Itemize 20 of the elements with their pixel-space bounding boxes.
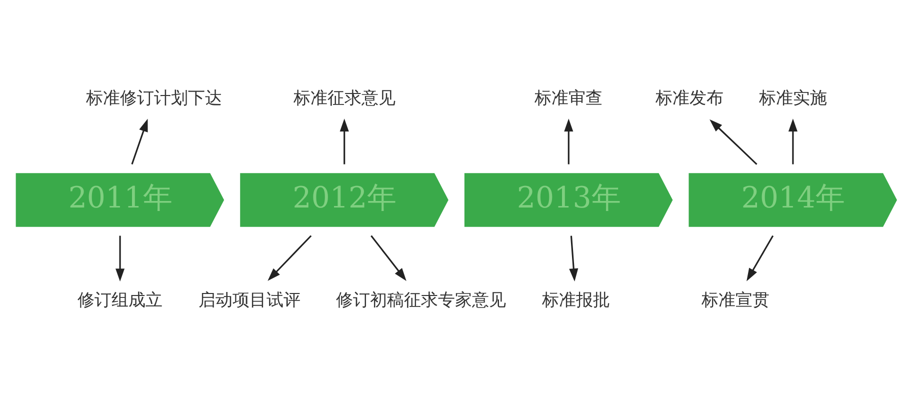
node-text: 标准实施 — [758, 88, 827, 108]
arrow — [116, 236, 125, 282]
node-text: 标准征求意见 — [293, 88, 396, 108]
arrow — [788, 118, 798, 164]
arrow — [569, 236, 578, 282]
arrow — [340, 118, 349, 164]
node-text: 修订初稿征求专家意见 — [336, 290, 506, 311]
node-text: 启动项目试评 — [198, 290, 300, 311]
arrow — [564, 118, 574, 164]
node-text: 标准修订计划下达 — [86, 88, 222, 108]
arrow — [268, 235, 312, 281]
arrow — [746, 235, 774, 282]
arrow — [370, 235, 406, 281]
node-text: 标准宣贯 — [702, 290, 770, 311]
arrow — [710, 119, 758, 165]
node-text: 标准审查 — [534, 88, 603, 108]
arrow — [131, 118, 148, 165]
node-text: 标准报批 — [542, 290, 610, 311]
node-text: 修订组成立 — [78, 290, 163, 311]
node-text: 标准发布 — [655, 88, 724, 108]
